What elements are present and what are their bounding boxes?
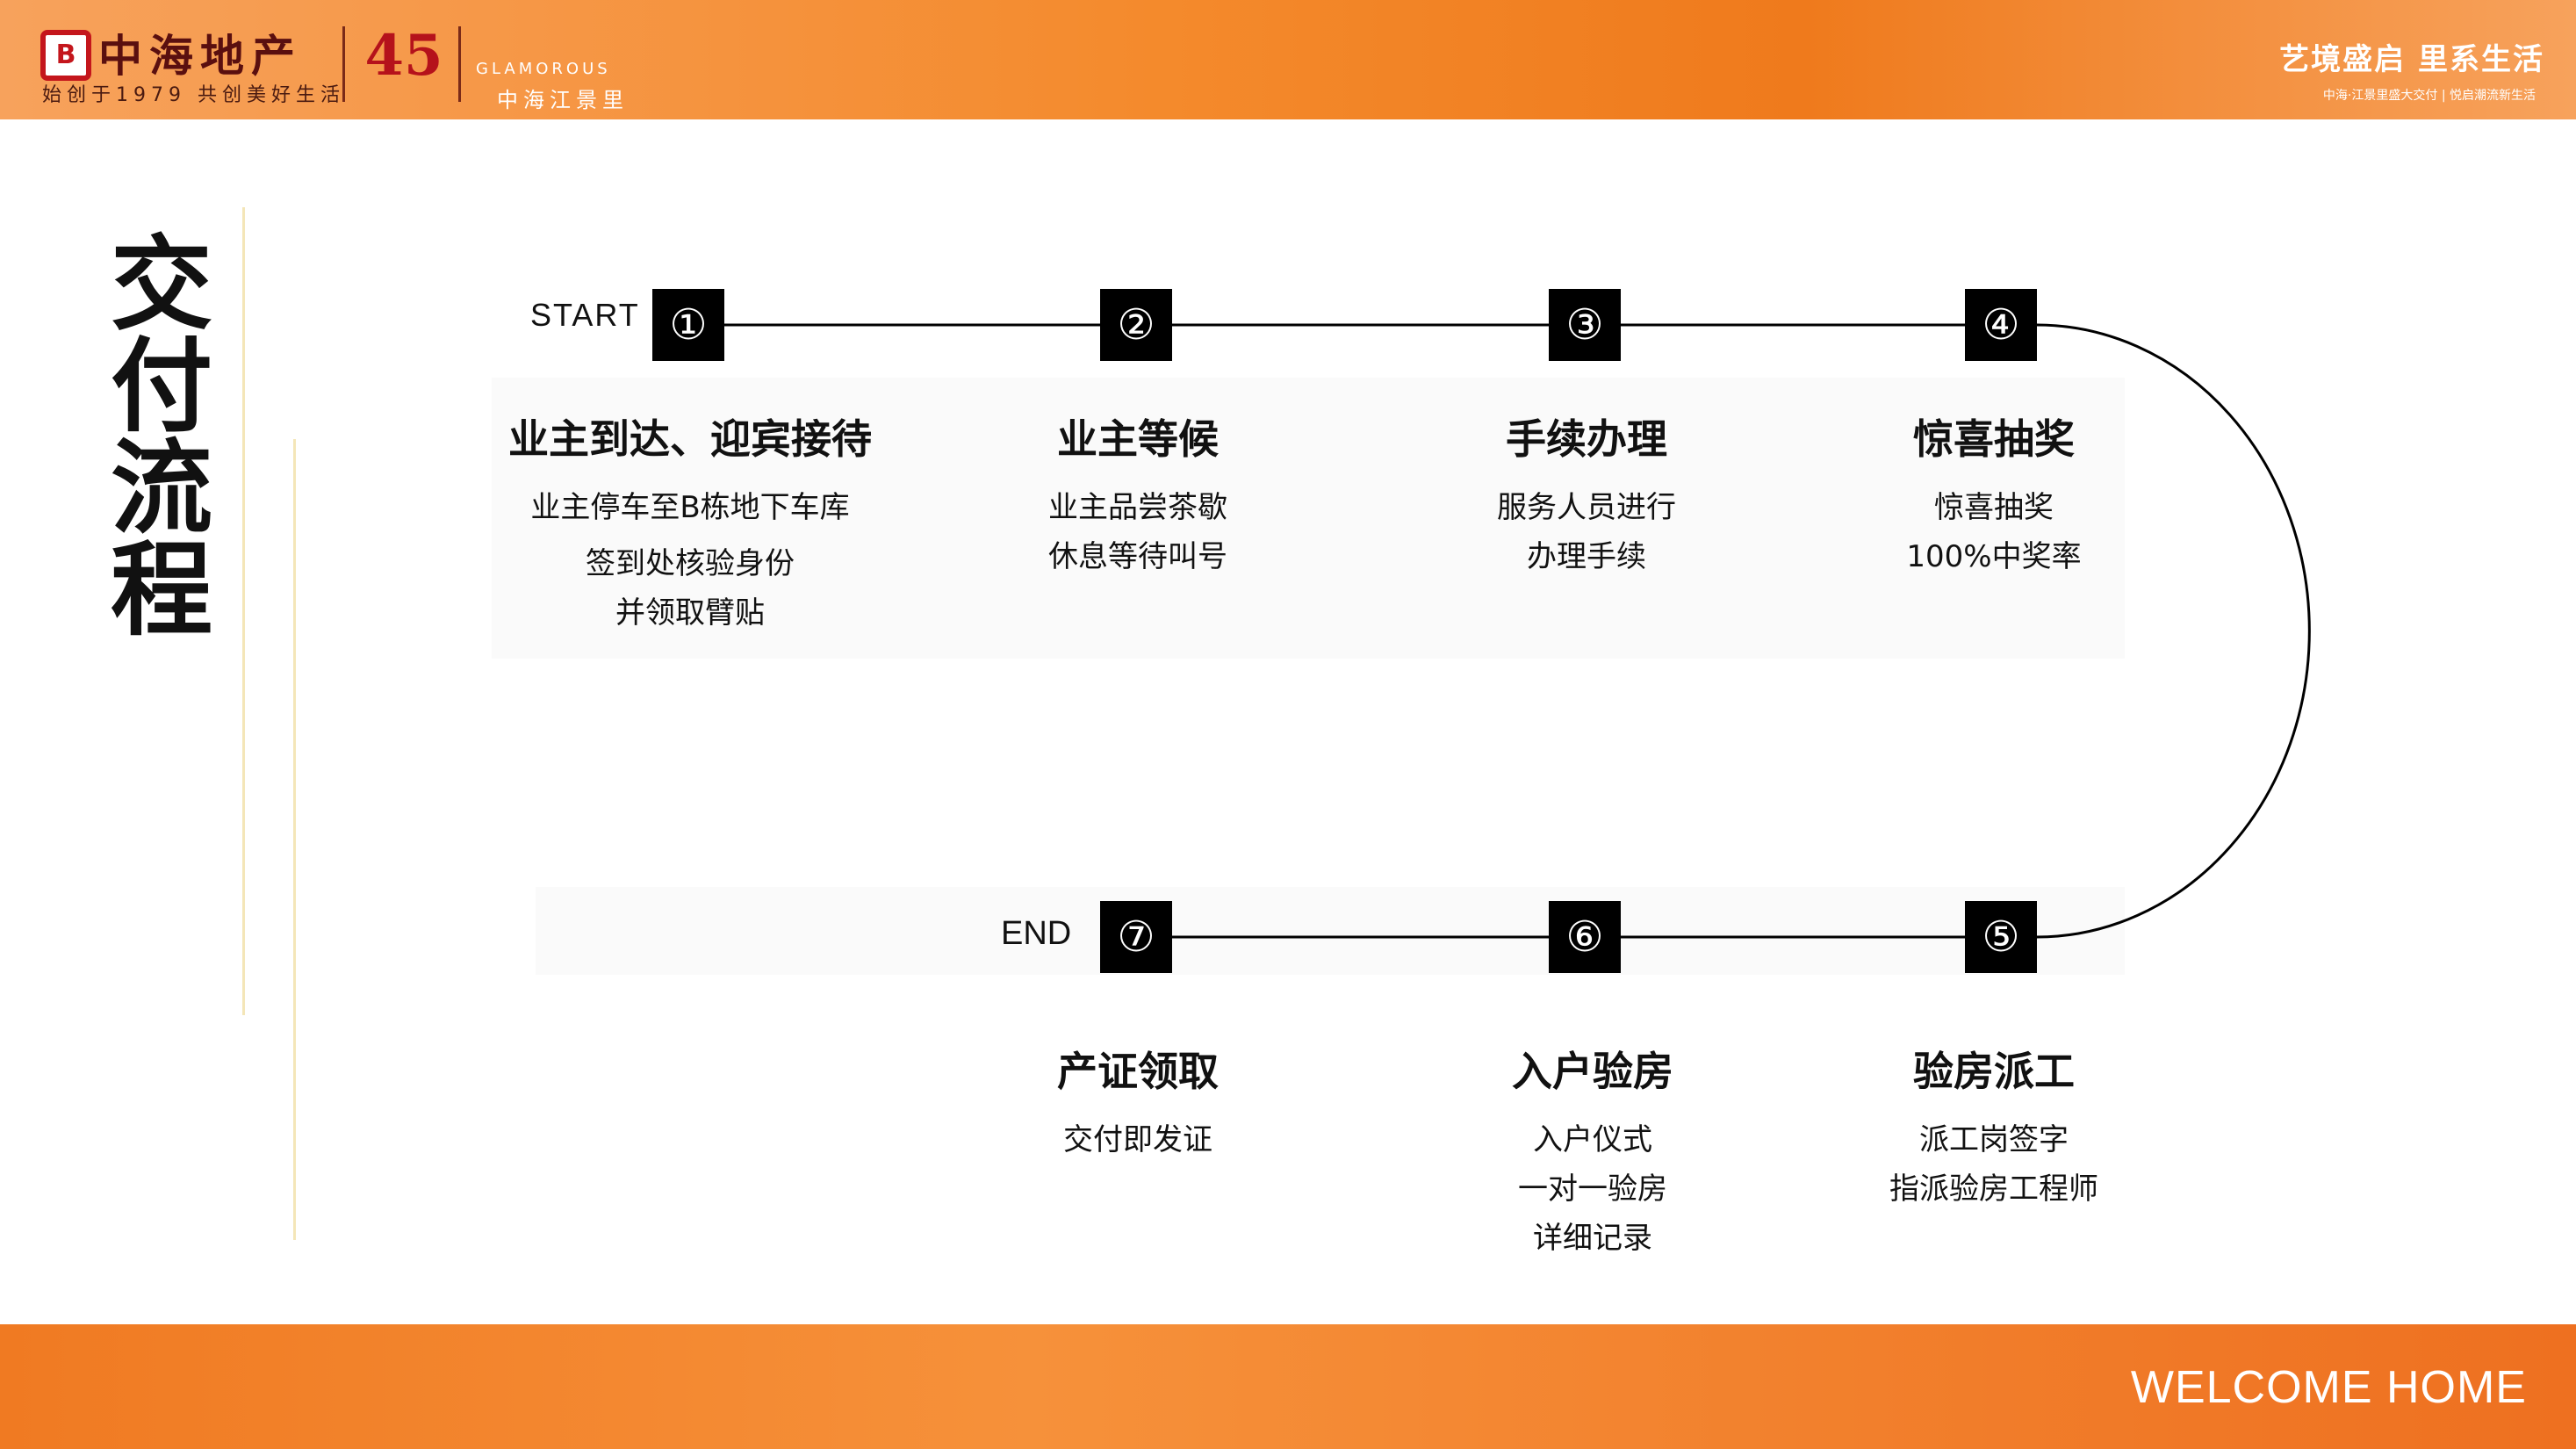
anniversary-logo: 45 [364, 23, 443, 89]
step-panel-background [536, 887, 2125, 975]
step-desc-line: 业主停车至B栋地下车库 [530, 490, 850, 525]
step-title: 产证领取 [1057, 1048, 1219, 1095]
step-title: 手续办理 [1506, 415, 1667, 463]
step-desc-line: 签到处核验身份 [586, 546, 795, 581]
page-title: 交付流程 [93, 230, 212, 638]
header-divider [342, 26, 345, 102]
step-desc-line: 休息等待叫号 [1048, 539, 1227, 574]
step-number-4: ④ [1965, 289, 2037, 361]
step-6: 入户验房 入户仪式 一对一验房 详细记录 [1347, 1040, 1838, 1263]
project-name-cn: 中海江景里 [497, 88, 629, 112]
step-desc-line: 100%中奖率 [1906, 539, 2082, 574]
flow-curve [2036, 323, 2311, 939]
step-number-1: ① [652, 289, 724, 361]
event-slogan: 艺境盛启 里系生活 [2279, 42, 2544, 77]
step-2: 业主等候 业主品尝茶歇 休息等待叫号 [892, 407, 1384, 581]
step-desc-line: 一对一验房 [1518, 1171, 1667, 1207]
end-label: END [1001, 915, 1072, 952]
company-name: 中海地产 [98, 30, 302, 82]
decorative-line [293, 439, 296, 1240]
company-logo-icon: B [40, 30, 91, 81]
step-number-2: ② [1100, 289, 1172, 361]
step-title: 业主等候 [1057, 415, 1219, 463]
step-desc-line: 办理手续 [1527, 539, 1646, 574]
step-number-3: ③ [1549, 289, 1621, 361]
step-3: 手续办理 服务人员进行 办理手续 [1341, 407, 1832, 581]
step-desc-line: 交付即发证 [1063, 1122, 1212, 1157]
step-4: 惊喜抽奖 惊喜抽奖 100%中奖率 [1748, 407, 2240, 581]
step-number-5: ⑤ [1965, 901, 2037, 973]
project-name-en: GLAMOROUS [476, 60, 611, 78]
step-desc-line: 指派验房工程师 [1889, 1171, 2098, 1207]
step-title: 业主到达、迎宾接待 [508, 415, 872, 463]
footer-bar [0, 1324, 2576, 1449]
step-5: 验房派工 派工岗签字 指派验房工程师 [1748, 1040, 2240, 1214]
decorative-line [242, 207, 245, 1015]
event-slogan-sub: 中海·江景里盛大交付 | 悦启潮流新生活 [2322, 89, 2536, 103]
step-number-7: ⑦ [1100, 901, 1172, 973]
step-title: 惊喜抽奖 [1913, 415, 2075, 463]
step-desc-line: 并领取臂贴 [615, 595, 765, 631]
step-panel-background [492, 378, 2125, 659]
start-label: START [530, 297, 640, 333]
welcome-text: WELCOME HOME [2130, 1362, 2527, 1413]
step-7: 产证领取 交付即发证 [892, 1040, 1384, 1164]
step-desc-line: 详细记录 [1533, 1221, 1652, 1256]
header-bar [0, 0, 2576, 119]
header-divider [458, 26, 461, 102]
step-1: 业主到达、迎宾接待 业主停车至B栋地下车库 签到处核验身份 并领取臂贴 [444, 407, 936, 638]
step-title: 入户验房 [1512, 1048, 1673, 1095]
step-title: 验房派工 [1913, 1048, 2075, 1095]
step-desc-line: 业主品尝茶歇 [1048, 490, 1227, 525]
step-desc-line: 入户仪式 [1533, 1122, 1652, 1157]
company-tagline: 始创于1979 共创美好生活 [42, 84, 345, 106]
step-desc-line: 服务人员进行 [1497, 490, 1676, 525]
step-number-6: ⑥ [1549, 901, 1621, 973]
step-desc-line: 惊喜抽奖 [1934, 490, 2054, 525]
step-desc-line: 派工岗签字 [1919, 1122, 2069, 1157]
